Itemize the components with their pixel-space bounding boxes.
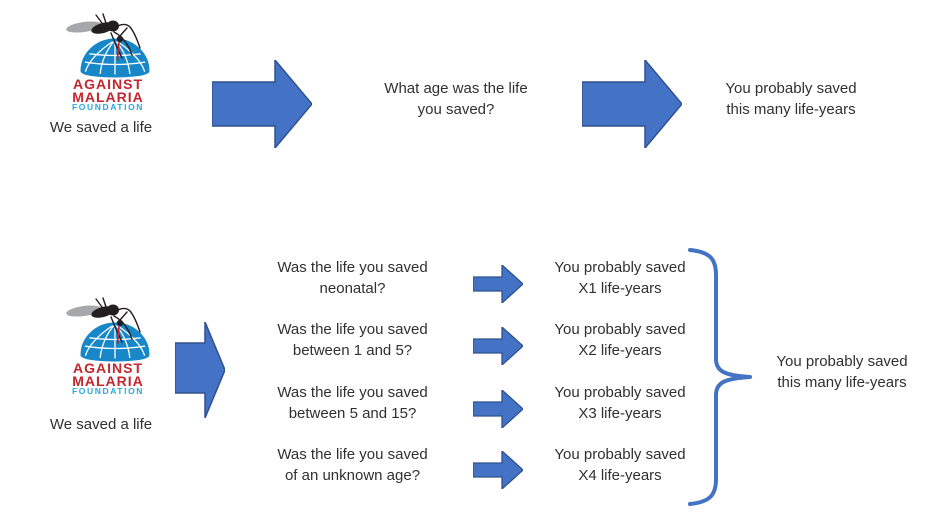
mosquito-icon bbox=[66, 297, 141, 345]
row-result: You probably saved X4 life-years bbox=[554, 446, 686, 484]
arrow-right-icon bbox=[582, 60, 682, 148]
top-source-label: We saved a life bbox=[49, 119, 153, 136]
amf-logo: AGAINST MALARIA FOUNDATION bbox=[56, 297, 162, 395]
arrow-right-icon bbox=[175, 322, 225, 418]
bottom-summary-label: You probably saved this many life-years bbox=[776, 353, 908, 391]
arrow-right-icon bbox=[473, 451, 523, 489]
logo-text-malaria: MALARIA bbox=[72, 373, 144, 389]
logo-text-against: AGAINST bbox=[73, 360, 143, 376]
mosquito-globe-icon: AGAINST MALARIA FOUNDATION bbox=[66, 297, 150, 395]
row-question: Was the life you saved between 5 and 15? bbox=[277, 384, 428, 422]
row-question: Was the life you saved between 1 and 5? bbox=[277, 321, 428, 359]
mosquito-globe-icon: AGAINST MALARIA FOUNDATION bbox=[66, 13, 150, 111]
arrow-right-icon bbox=[473, 390, 523, 428]
bottom-source-label: We saved a life bbox=[49, 416, 153, 433]
curly-brace-icon bbox=[688, 248, 752, 506]
amf-logo: AGAINST MALARIA FOUNDATION bbox=[56, 13, 162, 111]
arrow-right-icon bbox=[473, 327, 523, 365]
row-question: Was the life you saved neonatal? bbox=[277, 259, 428, 297]
logo-text-foundation: FOUNDATION bbox=[72, 386, 144, 395]
row-question: Was the life you saved of an unknown age… bbox=[277, 446, 428, 484]
arrow-right-icon bbox=[212, 60, 312, 148]
row-result: You probably saved X1 life-years bbox=[554, 259, 686, 297]
top-result-label: You probably saved this many life-years bbox=[725, 80, 857, 118]
arrow-right-icon bbox=[473, 265, 523, 303]
row-result: You probably saved X3 life-years bbox=[554, 384, 686, 422]
logo-text-against: AGAINST bbox=[73, 76, 143, 92]
logo-text-foundation: FOUNDATION bbox=[72, 102, 144, 111]
logo-text-malaria: MALARIA bbox=[72, 89, 144, 105]
mosquito-icon bbox=[66, 13, 141, 61]
row-result: You probably saved X2 life-years bbox=[554, 321, 686, 359]
top-question-label: What age was the life you saved? bbox=[384, 80, 528, 118]
